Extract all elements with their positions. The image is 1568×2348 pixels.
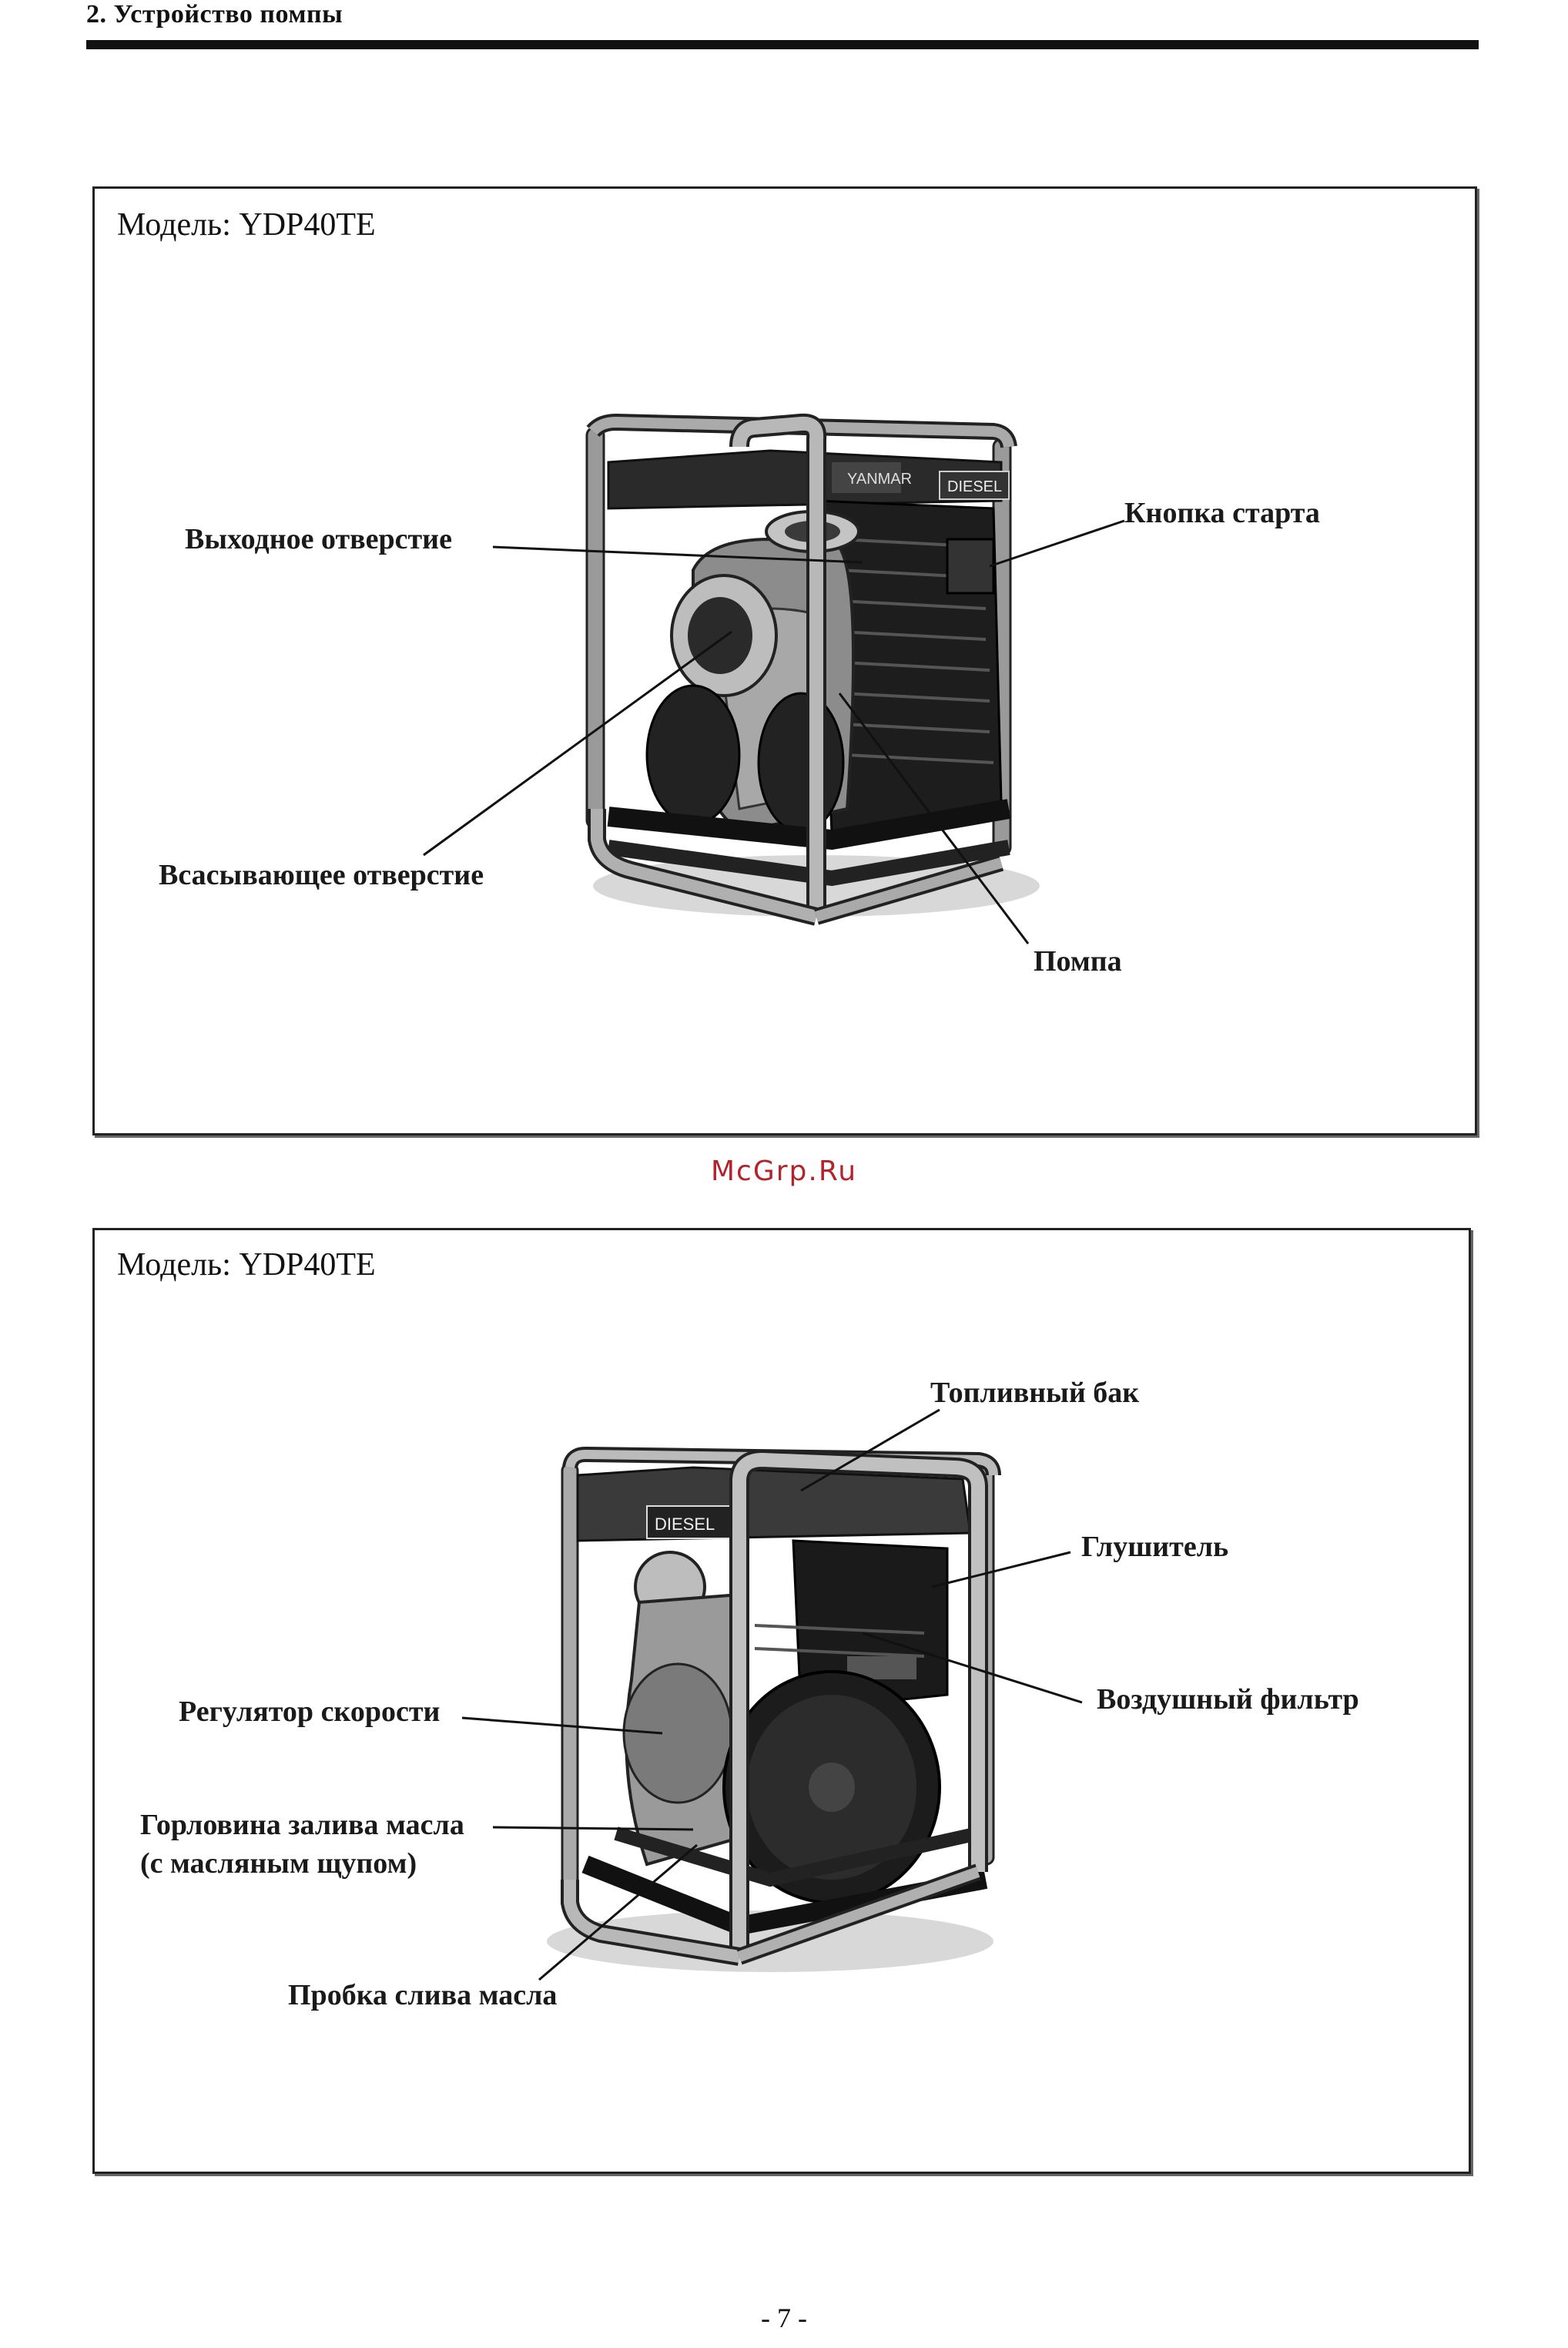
label-outlet: Выходное отверстие xyxy=(185,522,452,556)
label-oil-drain: Пробка слива масла xyxy=(288,1978,557,2012)
water-pump-photo-side: DIESEL xyxy=(547,1454,993,1972)
svg-text:YANMAR: YANMAR xyxy=(847,471,912,488)
label-muffler: Глушитель xyxy=(1081,1530,1228,1564)
label-fuel-tank: Топливный бак xyxy=(930,1376,1139,1410)
watermark: McGrp.Ru xyxy=(0,1156,1568,1187)
label-speed-regulator: Регулятор скорости xyxy=(179,1695,440,1729)
svg-text:DIESEL: DIESEL xyxy=(655,1514,715,1534)
label-start-button: Кнопка старта xyxy=(1124,496,1320,530)
label-oil-filler: Горловина залива масла (с масляным щупом… xyxy=(140,1806,464,1883)
label-inlet: Всасывающее отверстие xyxy=(159,858,484,892)
water-pump-photo-front: YANMAR DIESEL xyxy=(587,422,1040,917)
svg-text:DIESEL: DIESEL xyxy=(947,478,1002,495)
page-number: - 7 - xyxy=(0,2302,1568,2334)
label-pump: Помпа xyxy=(1034,944,1122,978)
label-air-filter: Воздушный фильтр xyxy=(1097,1682,1359,1716)
